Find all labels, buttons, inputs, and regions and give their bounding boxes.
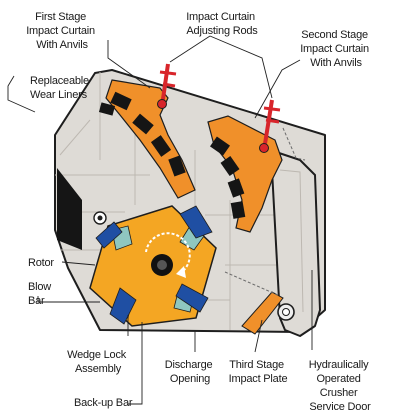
label-rotor: Rotor [28,257,54,269]
first-stage-anvil [110,91,132,111]
rotor-assembly [89,205,217,327]
blow-bar [95,221,123,249]
blow-bar [109,287,137,325]
first-stage-impact-curtain [98,79,196,199]
label-third-stage: Third Stage Impact Plate [229,359,288,385]
first-stage-anvil [150,135,172,157]
blow-bar [175,283,209,313]
leader-lines [7,35,313,405]
label-backup-bar: Back-up Bar [74,397,133,409]
impact-curtain-adjusting-rods [157,63,281,153]
label-adjusting-rods: Impact Curtain Adjusting Rods [186,11,258,37]
crusher-service-door [269,127,321,337]
second-stage-anvil [230,201,246,219]
left-wear-liner [57,168,82,250]
label-discharge: Discharge Opening [165,359,216,385]
label-first-stage: First Stage Impact Curtain With Anvils [26,11,98,51]
label-service-door: Hydraulically Operated Crusher Service D… [309,359,372,413]
blow-bar [179,205,213,239]
callout-labels: First Stage Impact Curtain With Anvils I… [26,11,372,413]
label-wedge-lock: Wedge Lock Assembly [67,349,129,375]
second-stage-anvil [227,178,245,198]
label-second-stage: Second Stage Impact Curtain With Anvils [300,29,372,69]
first-stage-anvil [168,155,186,177]
third-stage-impact-plate [241,291,284,335]
label-blow-bar: Blow Bar [28,281,54,307]
second-stage-anvil [210,136,230,156]
second-stage-anvil [220,156,240,176]
label-wear-liners: Replaceable Wear Liners [30,75,92,101]
rotation-arrow [145,232,191,273]
first-stage-anvil [132,113,154,135]
